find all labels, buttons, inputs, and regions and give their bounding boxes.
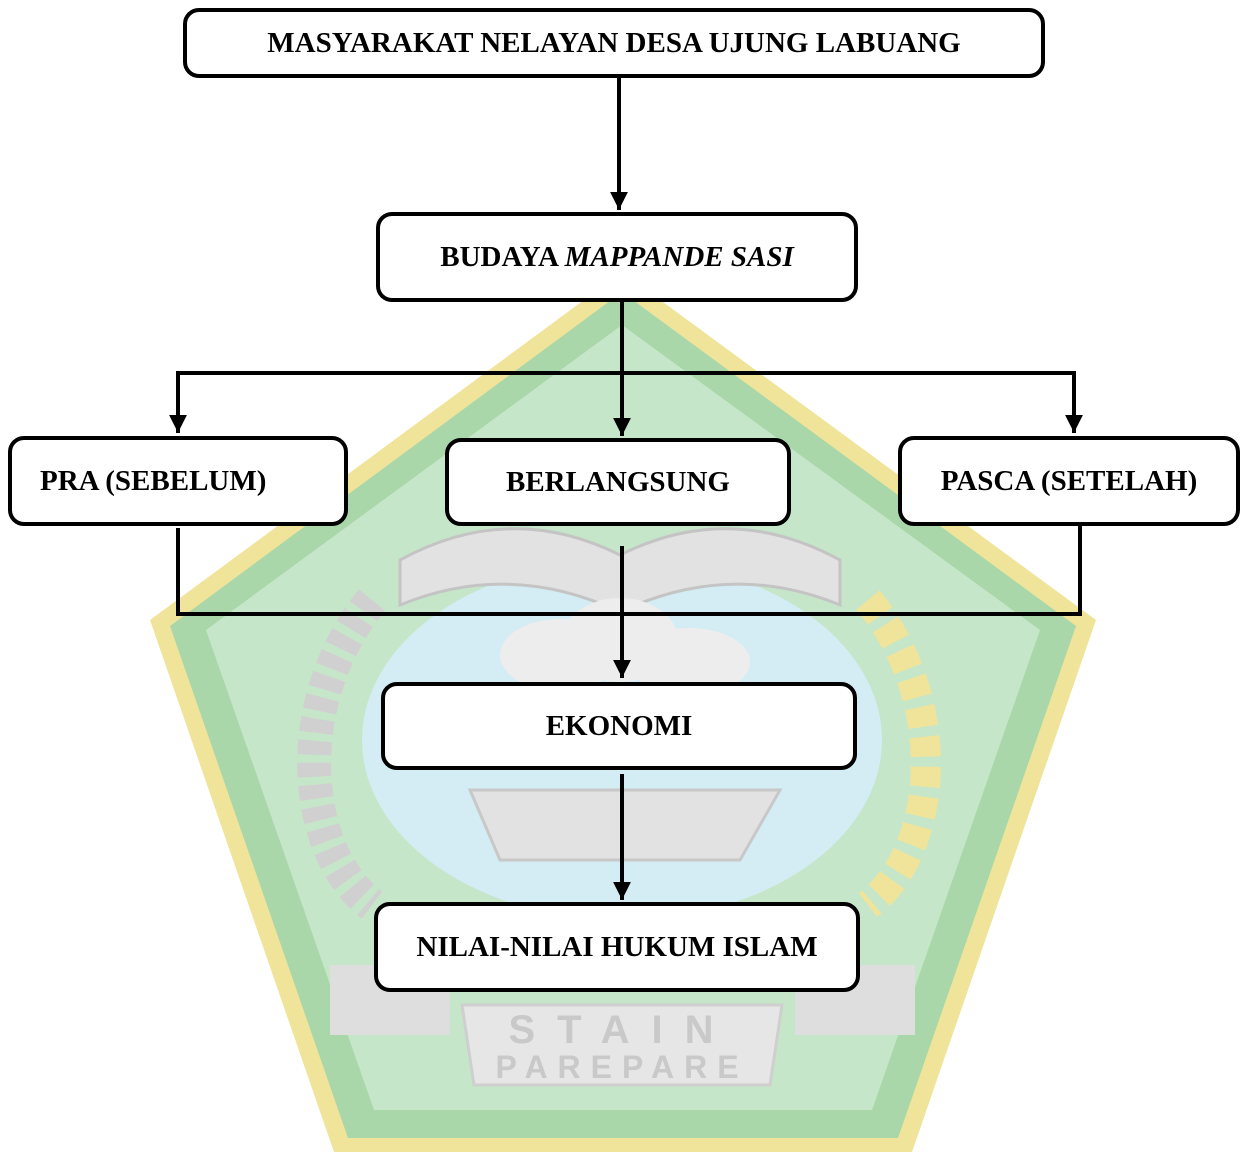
node-nilai-label: NILAI-NILAI HUKUM ISLAM (416, 930, 818, 963)
node-budaya-italic: MAPPANDE SASI (564, 240, 794, 273)
watermark-text-parepare: PAREPARE (495, 1049, 748, 1085)
node-pasca-setelah: PASCA (SETELAH) (898, 436, 1240, 526)
node-ekonomi: EKONOMI (381, 682, 857, 770)
watermark-label-plate (460, 1003, 784, 1087)
node-masyarakat-nelayan-label: MASYARAKAT NELAYAN DESA UJUNG LABUANG (267, 26, 961, 59)
node-masyarakat-nelayan: MASYARAKAT NELAYAN DESA UJUNG LABUANG (183, 8, 1045, 78)
watermark-wheat-right (856, 590, 941, 917)
node-berlangsung: BERLANGSUNG (445, 438, 791, 526)
node-budaya-label: BUDAYA MAPPANDE SASI (440, 241, 794, 274)
node-pasca-label: PASCA (SETELAH) (940, 464, 1198, 497)
node-berlangsung-label: BERLANGSUNG (506, 465, 730, 498)
node-pra-label: PRA (SEBELUM) (40, 464, 267, 497)
watermark-cloud-part (630, 628, 750, 696)
node-pra-sebelum: PRA (SEBELUM) (8, 436, 348, 526)
watermark-chain-left (297, 589, 386, 919)
node-nilai-hukum-islam: NILAI-NILAI HUKUM ISLAM (374, 902, 860, 992)
node-ekonomi-label: EKONOMI (545, 709, 693, 742)
watermark-ship (467, 788, 783, 862)
merge-bracket-line (176, 526, 1082, 616)
node-budaya-mappande-sasi: BUDAYA MAPPANDE SASI (376, 212, 858, 302)
node-budaya-prefix: BUDAYA (440, 240, 558, 273)
watermark-text-stain: STAIN (508, 1008, 735, 1052)
